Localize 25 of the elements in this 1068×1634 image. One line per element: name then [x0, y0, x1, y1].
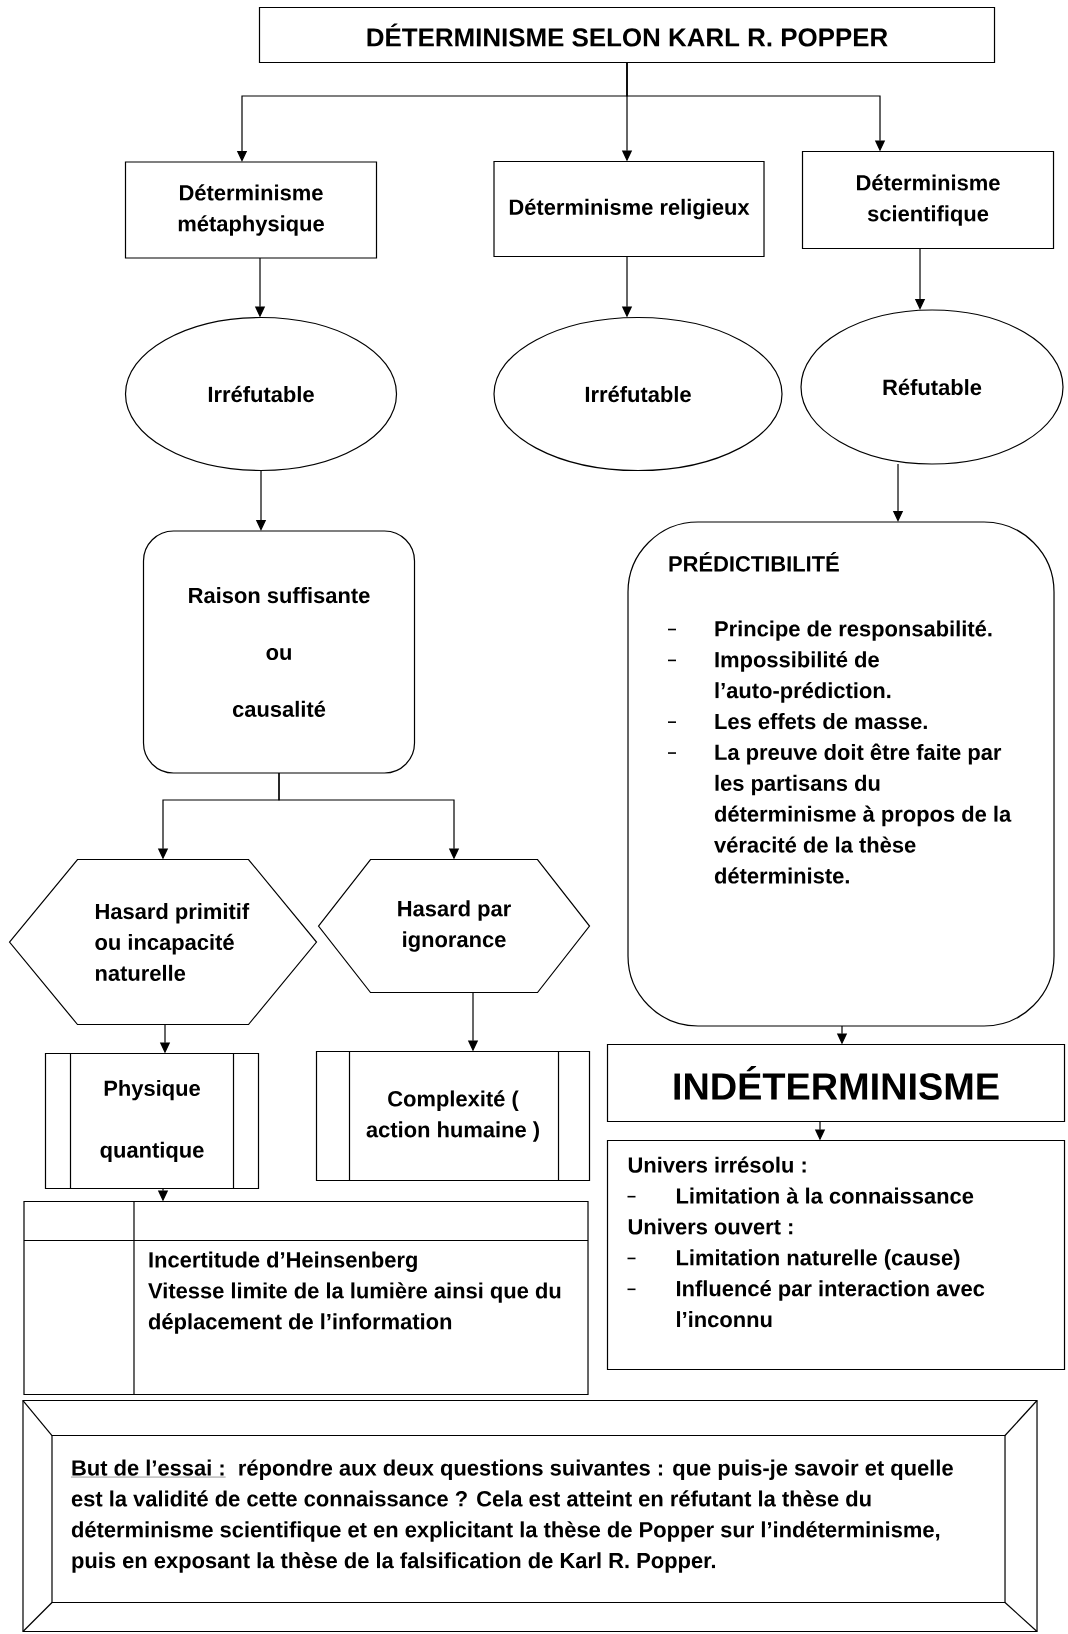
- table: Incertitude d’Heinsenberg Vitesse limite de la lumière ainsi que du déplacement de l’information: [23, 1200, 589, 1396]
- list-item: Influencé par interaction avec l’inconnu: [626, 1280, 985, 1328]
- list-item: La preuve doit être faite par les partisans du déterminisme à propos de la véracité de la thèse déterministe.: [667, 743, 1012, 884]
- subprocess-box: Complexité ( action humaine ): [315, 1050, 591, 1182]
- heading-box: INDÉTERMINISME: [606, 1043, 1066, 1123]
- list-item: Principe de responsabilité.: [667, 620, 992, 641]
- list-item: Les effets de masse.: [667, 713, 927, 730]
- oval: Réfutable: [800, 309, 1064, 465]
- rounded-box: Raison suffisante ou causalité: [142, 530, 416, 774]
- hexagon: Hasard primitif ou incapacité naturelle: [8, 858, 318, 1026]
- rounded-box: PRÉDICTIBILITÉ Principe de responsabilité. Impossibilité de l’auto-prédiction. Les effets de masse. La preuve doit être faite par les partisans du déterminisme à propos de la véracité de la thèse déterministe.: [627, 521, 1055, 1027]
- process-box: Déterminisme religieux: [493, 160, 765, 258]
- list-item: Impossibilité de l’auto-prédiction.: [667, 651, 891, 703]
- list-item: Limitation naturelle (cause): [626, 1249, 960, 1270]
- hexagon: Hasard par ignorance: [317, 858, 591, 994]
- process-box: Déterminisme scientifique: [801, 150, 1055, 250]
- text-box: Univers irrésolu : Limitation à la connaissance Univers ouvert : Limitation naturelle (cause) Influencé par interaction avec l’inconnu: [606, 1139, 1066, 1371]
- list-item: Limitation à la connaissance: [626, 1187, 974, 1204]
- oval: Irréfutable: [124, 316, 398, 472]
- oval: Irréfutable: [493, 316, 783, 472]
- title-box: DÉTERMINISME SELON KARL R. POPPER: [258, 6, 996, 64]
- paragraph: But de l’essai : répondre aux deux questions suivantes : que puis-je savoir et quelle est la validité de cette connaissance ? Cela est atteint en réfutant la thèse du déterminisme scientifique et en explicitant la thèse de Popper sur l’indéterminisme, puis en exposant la thèse de la falsification de Karl R. Popper.: [70, 1459, 953, 1573]
- note-box: [22, 1399, 1038, 1633]
- subprocess-box: Physique quantique: [44, 1052, 260, 1190]
- process-box: Déterminisme métaphysique: [124, 161, 378, 259]
